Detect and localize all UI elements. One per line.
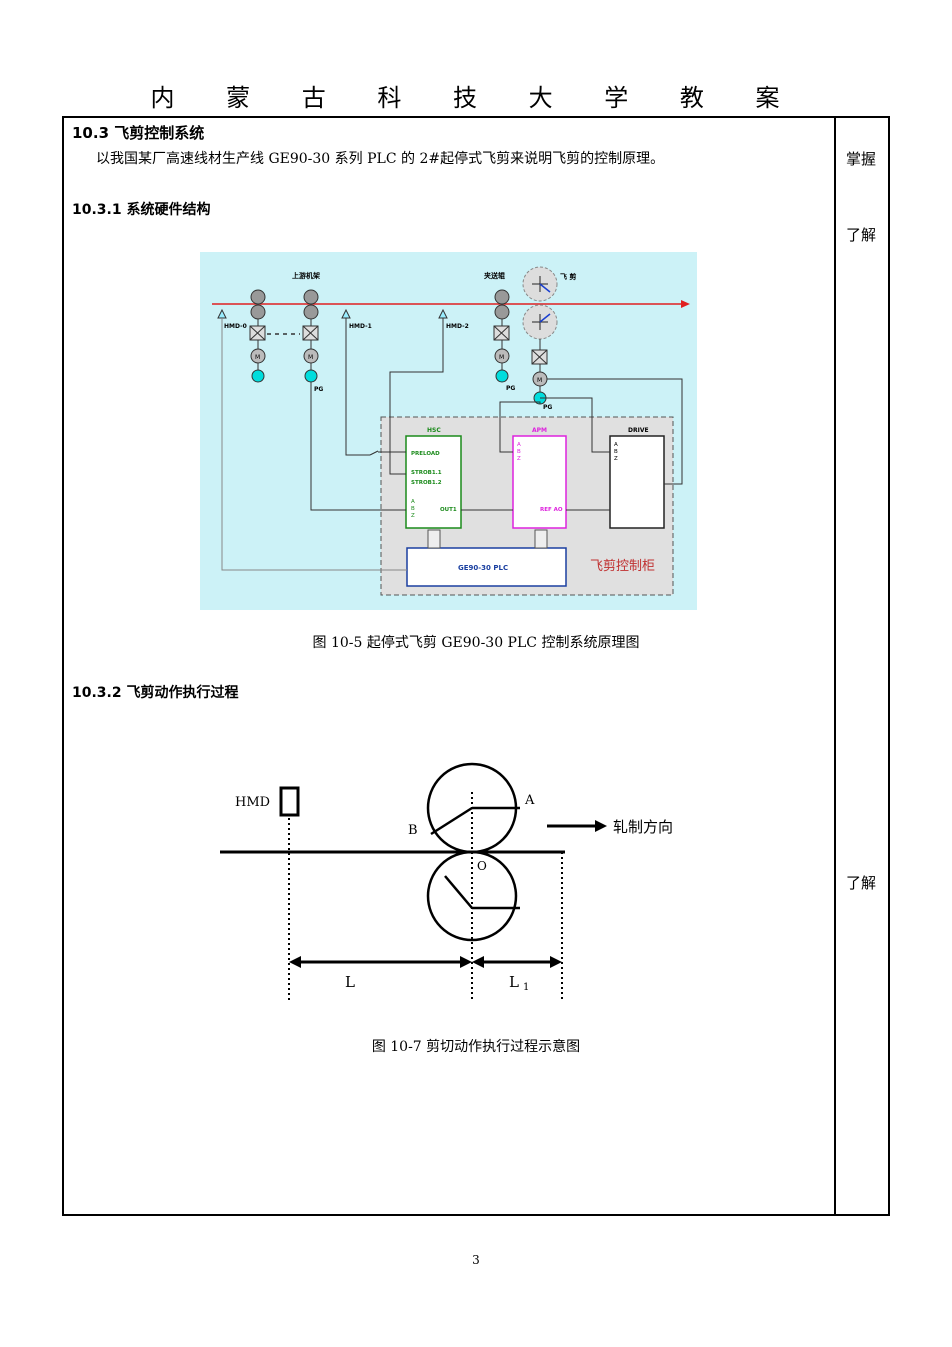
hmd-2-label: HMD-2 <box>446 323 469 330</box>
point-o-label: O <box>477 859 487 873</box>
drive-b-label: B <box>614 449 618 455</box>
drive-label: DRIVE <box>628 427 649 434</box>
apm-b-label: B <box>517 449 521 455</box>
side-note-understand-1: 了解 <box>846 226 877 244</box>
apm-label: APM <box>532 427 547 434</box>
drive-z-label: Z <box>614 456 618 462</box>
page-title: 内 蒙 古 科 技 大 学 教 案 <box>150 84 802 112</box>
plc-module <box>406 547 567 587</box>
pg-label-3: PG <box>543 404 552 411</box>
drive-module <box>609 435 665 529</box>
point-a-label: A <box>524 793 535 808</box>
hmd-0-label: HMD-0 <box>224 323 247 330</box>
page-number: 3 <box>472 1253 480 1267</box>
preload-label: PRELOAD <box>411 451 440 457</box>
plc-label: GE90-30 PLC <box>458 564 508 572</box>
label-shear: 飞 剪 <box>560 272 576 281</box>
apm-module <box>512 435 567 529</box>
motor-2-label: M <box>499 354 504 361</box>
plc-control-diagram: 上游机架 夹送辊 飞 剪 M M PG HMD-0 HMD-1 HMD-2 M … <box>200 252 697 610</box>
motor-1-label: M <box>308 354 313 361</box>
section-intro: 以我国某厂高速线材生产线 GE90-30 系列 PLC 的 2#起停式飞剪来说明… <box>96 151 665 167</box>
ref-ao-label: REF AO <box>540 507 563 513</box>
hmd-sensor <box>279 786 300 817</box>
hsc-b-label: B <box>411 506 415 512</box>
side-note-understand-2: 了解 <box>846 874 877 892</box>
section-heading: 10.3 飞剪控制系统 <box>72 124 205 142</box>
hmd-label: HMD <box>235 795 270 810</box>
figure1-caption: 图 10-5 起停式飞剪 GE90-30 PLC 控制系统原理图 <box>312 635 640 651</box>
shear-process-diagram: HMD A B O 轧制方向 L L 1 <box>220 762 673 1000</box>
apm-a-label: A <box>517 442 521 448</box>
strob1-label: STROB1.1 <box>411 470 442 476</box>
motor-3-label: M <box>537 377 542 384</box>
side-note-master: 掌握 <box>846 150 877 168</box>
blade-b <box>430 806 473 836</box>
motor-0-label: M <box>255 354 260 361</box>
figure2-caption: 图 10-7 剪切动作执行过程示意图 <box>371 1039 581 1055</box>
pg-label-1: PG <box>314 386 323 393</box>
lower-drum <box>426 850 518 942</box>
length-l-label: L <box>345 973 355 991</box>
column-divider <box>834 116 836 1216</box>
hsc-a-label: A <box>411 499 415 505</box>
apm-z-label: Z <box>517 456 521 462</box>
lower-blade-2 <box>444 875 473 909</box>
subsection-heading-hardware: 10.3.1 系统硬件结构 <box>72 202 211 218</box>
label-upstream: 上游机架 <box>292 271 320 280</box>
point-b-label: B <box>408 823 418 838</box>
rolling-direction-label: 轧制方向 <box>613 818 673 836</box>
hsc-module <box>405 435 462 529</box>
hsc-z-label: Z <box>411 513 415 519</box>
length-l1-label: L <box>509 973 519 991</box>
rolling-arrow <box>681 300 690 308</box>
pg-label-2: PG <box>506 385 515 392</box>
cabinet-label: 飞剪控制柜 <box>590 558 655 574</box>
drive-a-label: A <box>614 442 618 448</box>
strob2-label: STROB1.2 <box>411 480 442 486</box>
label-pinch-roll: 夹送辊 <box>484 271 505 280</box>
lesson-table <box>62 116 890 1216</box>
hmd-1-label: HMD-1 <box>349 323 372 330</box>
subsection-heading-process: 10.3.2 飞剪动作执行过程 <box>72 685 239 701</box>
length-l1-subscript: 1 <box>523 982 529 993</box>
hsc-label: HSC <box>427 427 441 434</box>
out1-label: OUT1 <box>440 507 457 513</box>
